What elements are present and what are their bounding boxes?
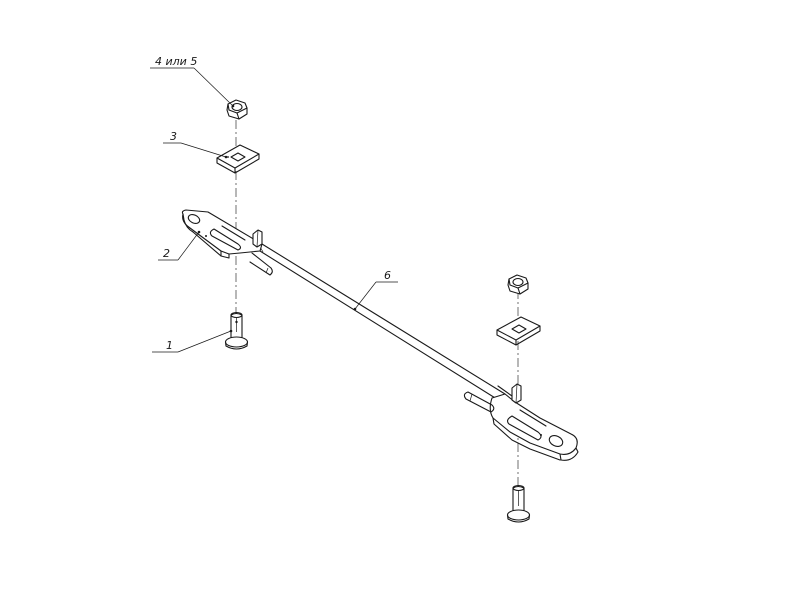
leader-4-5	[150, 67, 235, 108]
left-washer-part-3	[216, 144, 260, 174]
leader-3	[163, 142, 228, 159]
right-bracket-part-2	[463, 383, 579, 461]
right-washer-part-3	[496, 316, 541, 346]
callout-3: 3	[170, 130, 177, 143]
callout-4-5: 4 или 5	[155, 55, 197, 68]
right-bolt-part-1	[506, 484, 531, 523]
left-bracket-part-2	[181, 209, 273, 276]
callout-2: 2	[163, 247, 170, 260]
left-bolt-part-1	[224, 311, 249, 350]
right-nut-part-4-5	[507, 274, 529, 295]
rod-part-6	[258, 243, 506, 402]
callout-6: 6	[384, 269, 391, 282]
leader-2	[158, 230, 201, 261]
leader-1	[152, 329, 233, 353]
callout-1: 1	[166, 339, 173, 352]
leader-6	[353, 281, 398, 311]
